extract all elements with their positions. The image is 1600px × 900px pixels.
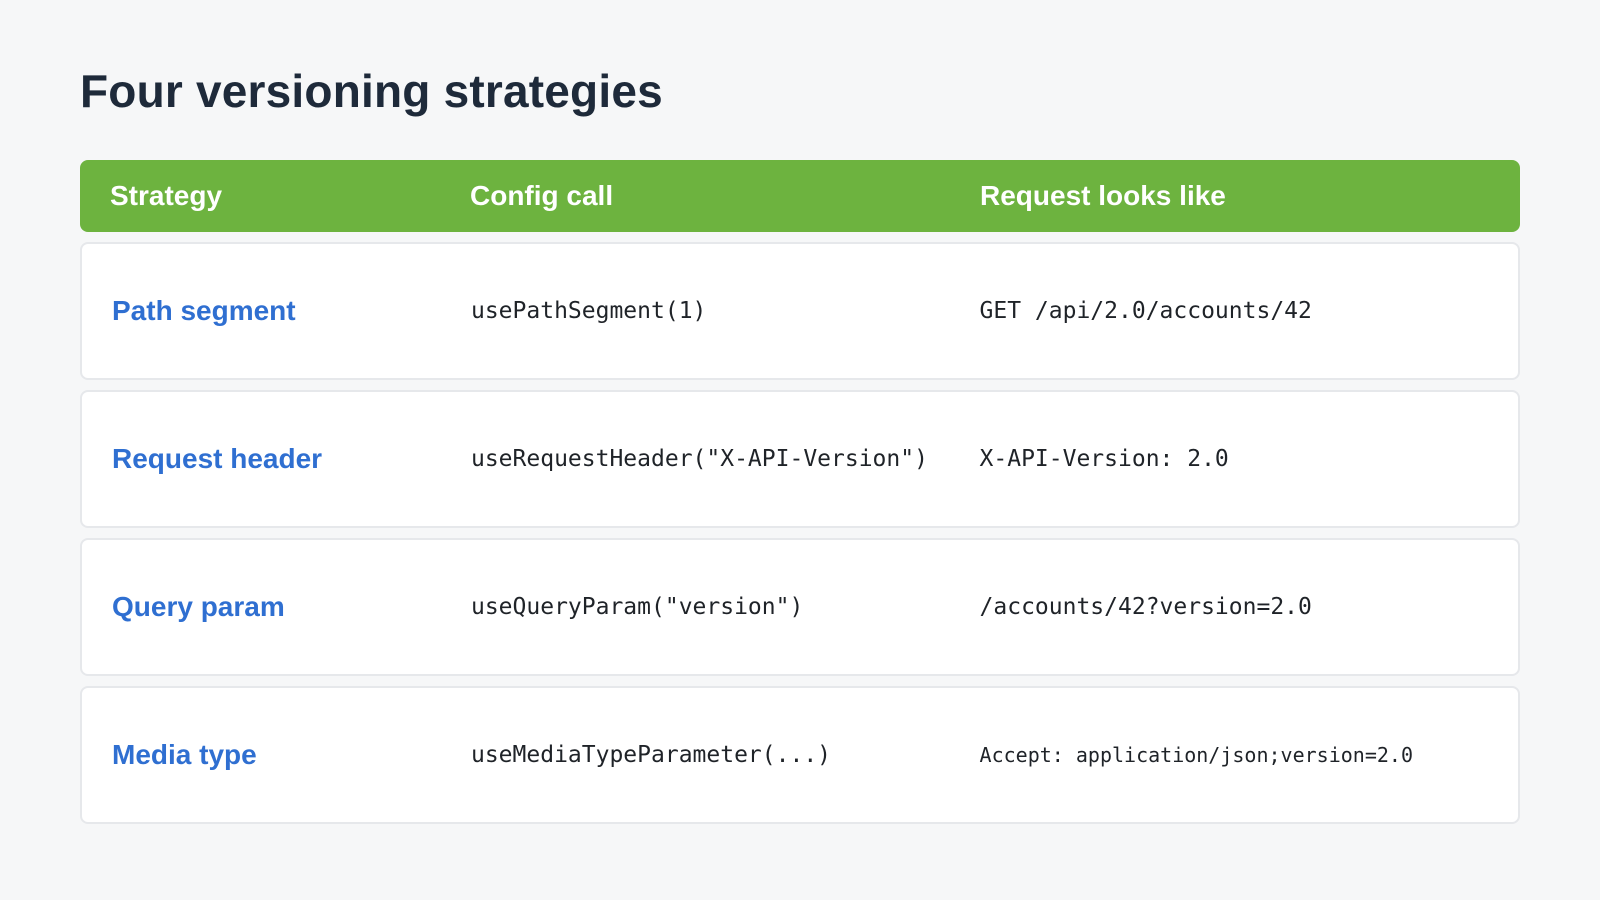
strategy-link-query-param[interactable]: Query param bbox=[112, 591, 285, 622]
page-title: Four versioning strategies bbox=[80, 65, 663, 117]
config-call: usePathSegment(1) bbox=[470, 298, 707, 324]
table-header-row: Strategy Config call Request looks like bbox=[80, 160, 1520, 232]
request-example: X-API-Version: 2.0 bbox=[979, 446, 1229, 472]
table-row: Media type useMediaTypeParameter(...) Ac… bbox=[80, 686, 1520, 824]
table-row: Query param useQueryParam("version") /ac… bbox=[80, 538, 1520, 676]
strategy-link-request-header[interactable]: Request header bbox=[112, 443, 323, 474]
header-request: Request looks like bbox=[980, 180, 1226, 211]
request-example: GET /api/2.0/accounts/42 bbox=[979, 298, 1312, 324]
request-example: Accept: application/json;version=2.0 bbox=[979, 743, 1414, 767]
table-row: Request header useRequestHeader("X-API-V… bbox=[80, 390, 1520, 528]
strategies-table: Strategy Config call Request looks like … bbox=[80, 160, 1520, 824]
config-call: useMediaTypeParameter(...) bbox=[470, 742, 832, 768]
config-call: useQueryParam("version") bbox=[470, 594, 804, 620]
header-config-call: Config call bbox=[470, 180, 614, 211]
strategy-link-path-segment[interactable]: Path segment bbox=[112, 295, 296, 326]
strategy-link-media-type[interactable]: Media type bbox=[112, 739, 257, 770]
table-row: Path segment usePathSegment(1) GET /api/… bbox=[80, 242, 1520, 380]
request-example: /accounts/42?version=2.0 bbox=[979, 594, 1312, 620]
header-strategy: Strategy bbox=[110, 180, 223, 211]
config-call: useRequestHeader("X-API-Version") bbox=[470, 446, 928, 472]
